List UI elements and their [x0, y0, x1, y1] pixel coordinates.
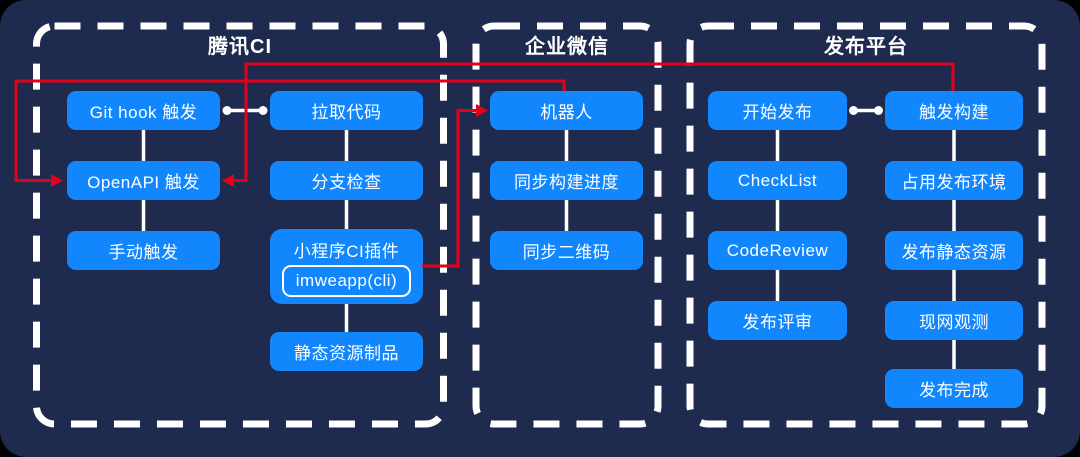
- red-arrow-plugin-to-robot: [422, 104, 488, 268]
- node-trigger-build: 触发构建: [885, 91, 1023, 130]
- node-live-network-observe: 现网观测: [885, 301, 1023, 340]
- node-pull-code: 拉取代码: [270, 91, 423, 130]
- node-label: 拉取代码: [311, 103, 382, 122]
- node-release-complete: 发布完成: [885, 369, 1023, 408]
- node-publish-static-assets: 发布静态资源: [885, 231, 1023, 270]
- node-occupy-release-env: 占用发布环境: [885, 161, 1023, 200]
- arrow-path: [422, 109, 476, 268]
- section-title-wecom: 企业微信: [525, 36, 609, 58]
- link-dot: [258, 106, 268, 115]
- node-label: 占用发布环境: [901, 173, 1007, 192]
- node-label: 开始发布: [742, 103, 813, 122]
- node-label: 同步二维码: [522, 243, 611, 262]
- link-dot: [222, 106, 232, 115]
- node-start-release: 开始发布: [708, 91, 847, 130]
- section-title-release-platform: 发布平台: [824, 36, 908, 58]
- link-dot: [849, 106, 858, 115]
- node-manual-trigger: 手动触发: [67, 231, 220, 270]
- node-label: 触发构建: [919, 103, 989, 122]
- node-sync-qrcode: 同步二维码: [490, 231, 643, 270]
- node-robot: 机器人: [490, 91, 643, 130]
- node-openapi-trigger: OpenAPI 触发: [67, 161, 220, 200]
- arrowhead-right-icon: [51, 174, 63, 187]
- section-borders: [33, 22, 1046, 428]
- link-dot: [874, 106, 883, 115]
- node-label: CheckList: [737, 170, 818, 190]
- node-label: 发布完成: [919, 381, 989, 400]
- node-label: CodeReview: [726, 240, 829, 260]
- node-codereview: CodeReview: [708, 231, 847, 270]
- section-border-release-platform: [686, 22, 1046, 428]
- node-label: 发布静态资源: [901, 243, 1007, 262]
- node-label: 同步构建进度: [514, 173, 619, 192]
- node-label: 机器人: [540, 103, 593, 122]
- node-label: 发布评审: [742, 313, 813, 332]
- node-git-hook-trigger: Git hook 触发: [67, 91, 220, 130]
- section-border-wecom: [472, 22, 662, 428]
- node-release-review: 发布评审: [708, 301, 847, 340]
- node-label: 静态资源制品: [294, 344, 399, 363]
- node-label: 手动触发: [108, 243, 179, 262]
- node-label: Git hook 触发: [89, 103, 198, 122]
- arrowhead-right-icon: [476, 104, 488, 117]
- node-label: 小程序CI插件: [293, 241, 400, 261]
- node-miniprogram-ci-plugin: 小程序CI插件 imweapp(cli): [270, 229, 423, 304]
- node-imweapp-cli: imweapp(cli): [281, 264, 412, 297]
- node-sync-build-progress: 同步构建进度: [490, 161, 643, 200]
- node-label: 分支检查: [311, 173, 382, 192]
- node-static-assets-artifact: 静态资源制品: [270, 332, 423, 371]
- arrowhead-left-icon: [222, 174, 234, 187]
- node-label: 现网观测: [919, 313, 989, 332]
- node-branch-check: 分支检查: [270, 161, 423, 200]
- node-label: OpenAPI 触发: [87, 173, 200, 192]
- node-checklist: CheckList: [708, 161, 847, 200]
- section-title-tencent-ci: 腾讯CI: [208, 36, 272, 58]
